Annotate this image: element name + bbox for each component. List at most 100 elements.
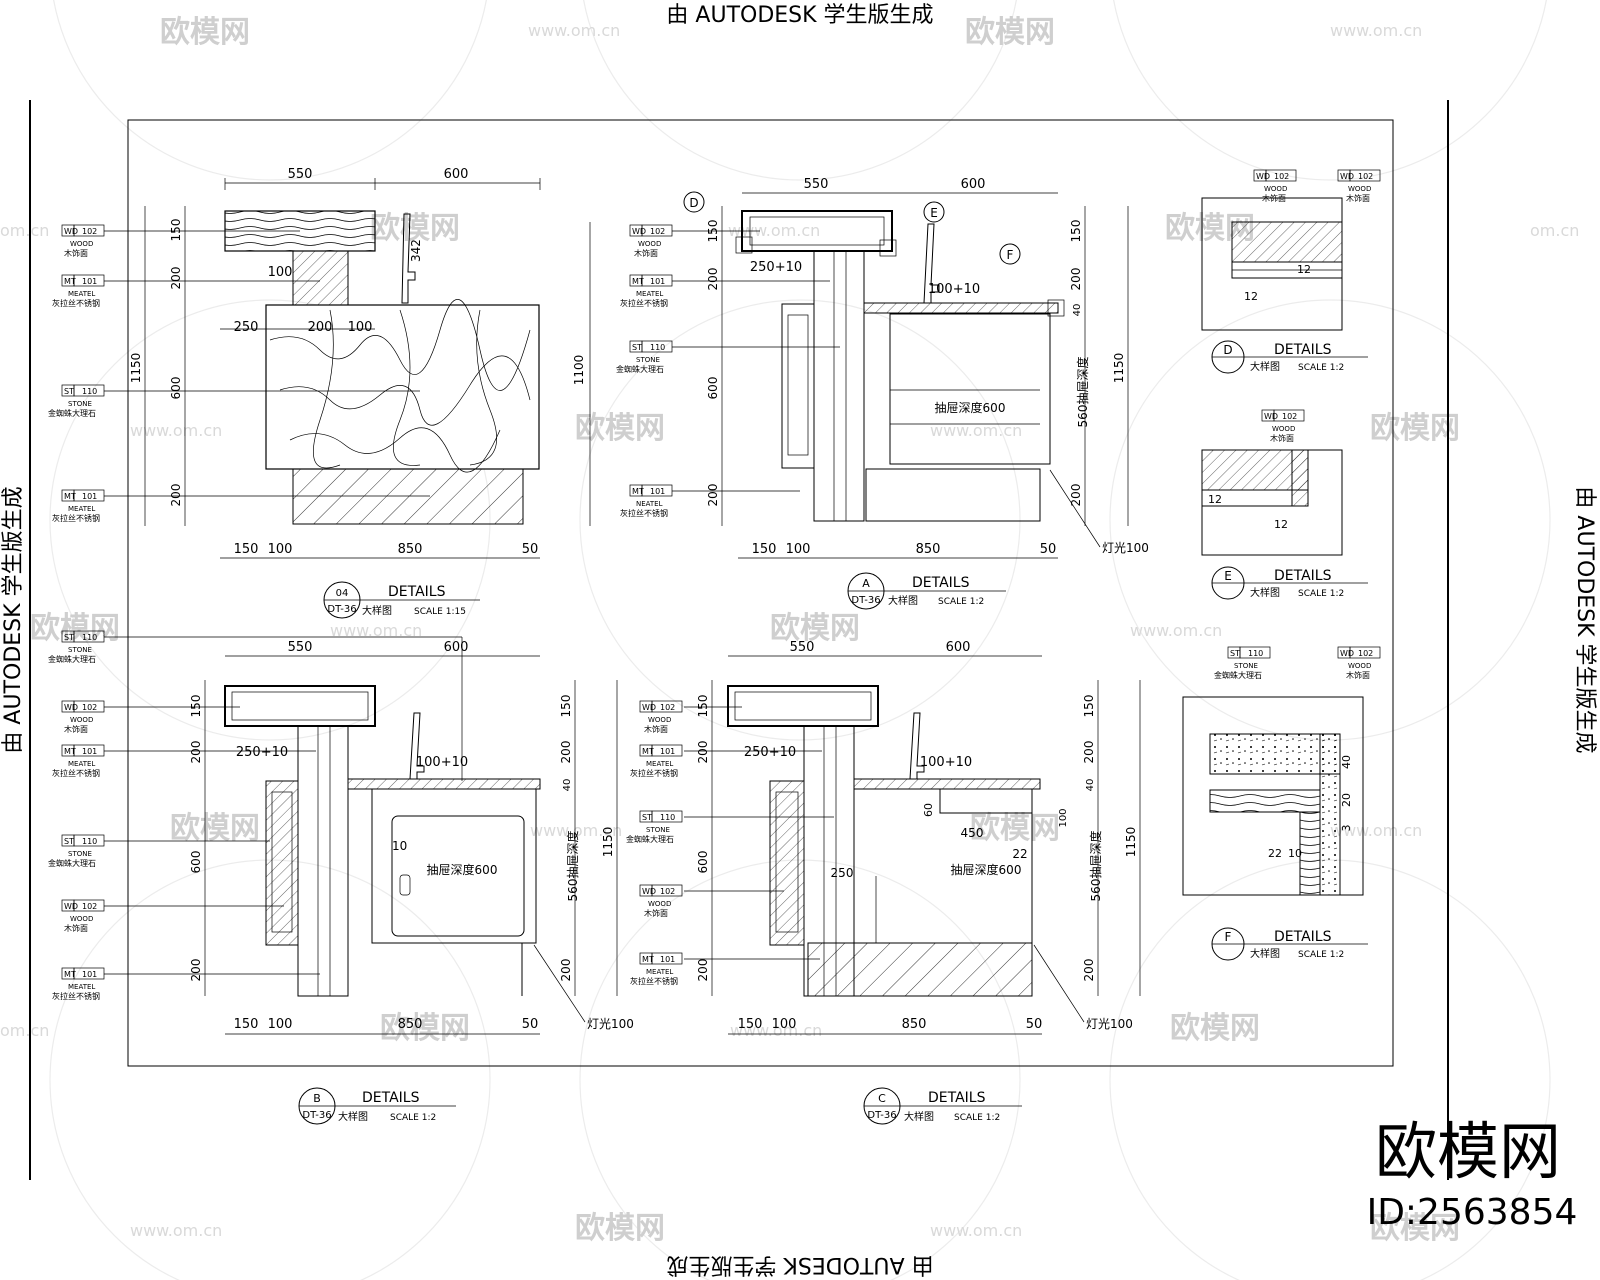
svg-text:250+10: 250+10	[744, 745, 796, 760]
svg-text:102: 102	[1358, 649, 1373, 658]
svg-text:450: 450	[961, 826, 984, 840]
svg-text:110: 110	[82, 387, 97, 396]
autodesk-banner-left: 由 AUTODESK 学生版生成	[1, 486, 26, 753]
svg-text:200: 200	[559, 741, 573, 764]
svg-text:50: 50	[522, 1017, 539, 1032]
watermark-brand: 欧模网	[380, 1011, 470, 1046]
svg-text:550: 550	[790, 640, 815, 655]
svg-text:STONE: STONE	[646, 826, 670, 834]
svg-text:金蜘蛛大理石: 金蜘蛛大理石	[48, 408, 96, 418]
svg-text:200: 200	[559, 959, 573, 982]
view-a-section: 550 600 抽屉深度600 D E F 250+10 100+10 150 …	[672, 177, 1149, 559]
svg-text:A: A	[862, 577, 870, 590]
svg-text:102: 102	[1358, 172, 1373, 181]
svg-text:MEATEL: MEATEL	[68, 290, 95, 298]
watermark-brand: 欧模网	[965, 15, 1055, 50]
svg-text:SCALE 1:2: SCALE 1:2	[390, 1113, 436, 1123]
svg-text:灰拉丝不锈钢: 灰拉丝不锈钢	[630, 768, 678, 778]
svg-text:大样图: 大样图	[338, 1110, 368, 1123]
svg-text:100: 100	[772, 1017, 797, 1032]
svg-text:金蜘蛛大理石: 金蜘蛛大理石	[48, 654, 96, 664]
svg-text:大样图: 大样图	[888, 594, 918, 607]
svg-text:E: E	[1224, 569, 1232, 583]
svg-text:100: 100	[268, 1017, 293, 1032]
dim-b150: 150	[234, 542, 259, 557]
dim-250p10: 250+10	[750, 260, 802, 275]
svg-text:ST: ST	[642, 813, 652, 822]
svg-text:600: 600	[706, 377, 720, 400]
svg-text:200: 200	[1082, 741, 1096, 764]
svg-text:WOOD: WOOD	[1264, 185, 1287, 193]
dim-100: 100	[348, 320, 373, 335]
svg-text:DETAILS: DETAILS	[928, 1090, 986, 1106]
svg-text:12: 12	[1244, 290, 1258, 303]
svg-text:20: 20	[1340, 793, 1353, 807]
svg-text:WOOD: WOOD	[648, 900, 671, 908]
svg-text:大样图: 大样图	[904, 1110, 934, 1123]
watermark-brand: 欧模网	[160, 15, 250, 50]
svg-text:MT: MT	[64, 492, 76, 501]
svg-text:22: 22	[1268, 847, 1282, 860]
svg-text:木饰面: 木饰面	[634, 248, 658, 258]
svg-text:WD: WD	[64, 902, 78, 911]
svg-text:22: 22	[1012, 847, 1027, 861]
svg-text:100+10: 100+10	[416, 755, 468, 770]
svg-text:WD: WD	[642, 703, 656, 712]
svg-text:200: 200	[706, 484, 720, 507]
svg-text:抽屉深度600: 抽屉深度600	[951, 862, 1022, 877]
svg-text:DT-36: DT-36	[867, 1110, 896, 1121]
svg-text:MEATEL: MEATEL	[68, 983, 95, 991]
svg-text:150: 150	[752, 542, 777, 557]
svg-text:150: 150	[738, 1017, 763, 1032]
svg-text:金蜘蛛大理石: 金蜘蛛大理石	[616, 364, 664, 374]
watermark-brand: 欧模网	[970, 811, 1060, 846]
svg-text:110: 110	[82, 633, 97, 642]
svg-text:金蜘蛛大理石: 金蜘蛛大理石	[626, 834, 674, 844]
dim-b100: 100	[268, 542, 293, 557]
svg-text:WOOD: WOOD	[638, 240, 661, 248]
svg-text:101: 101	[660, 747, 675, 756]
svg-text:NEATEL: NEATEL	[636, 500, 663, 508]
svg-text:110: 110	[660, 813, 675, 822]
svg-text:WOOD: WOOD	[70, 716, 93, 724]
watermark-brand: 欧模网	[370, 211, 460, 246]
svg-text:50: 50	[1026, 1017, 1043, 1032]
svg-text:MEATEL: MEATEL	[68, 505, 95, 513]
svg-text:B: B	[313, 1092, 321, 1105]
svg-text:大样图: 大样图	[362, 604, 392, 617]
svg-text:F: F	[1007, 248, 1014, 262]
svg-text:抽屉深度600: 抽屉深度600	[427, 862, 498, 877]
title-block-a: A DT-36 DETAILS 大样图 SCALE 1:2	[847, 572, 1006, 610]
svg-text:木饰面: 木饰面	[1270, 433, 1294, 443]
dim-b50: 50	[522, 542, 539, 557]
watermark-domain: om.cn	[1530, 221, 1579, 240]
svg-text:101: 101	[650, 487, 665, 496]
svg-text:101: 101	[82, 277, 97, 286]
svg-text:MEATEL: MEATEL	[636, 290, 663, 298]
svg-text:850: 850	[398, 1017, 423, 1032]
svg-text:ST: ST	[64, 837, 74, 846]
svg-text:SCALE 1:2: SCALE 1:2	[1298, 363, 1344, 373]
svg-text:250: 250	[831, 866, 854, 880]
svg-text:101: 101	[660, 955, 675, 964]
svg-text:STONE: STONE	[68, 646, 92, 654]
svg-text:大样图: 大样图	[1250, 360, 1280, 373]
svg-text:150: 150	[234, 1017, 259, 1032]
watermark-url: www.om.cn	[1330, 821, 1422, 840]
svg-text:DETAILS: DETAILS	[388, 584, 446, 600]
svg-text:金蜘蛛大理石: 金蜘蛛大理石	[48, 858, 96, 868]
svg-text:MEATEL: MEATEL	[68, 760, 95, 768]
svg-text:550: 550	[288, 640, 313, 655]
svg-text:102: 102	[660, 887, 675, 896]
svg-text:WOOD: WOOD	[1348, 662, 1371, 670]
svg-text:3: 3	[1340, 825, 1353, 832]
svg-text:DETAILS: DETAILS	[1274, 929, 1332, 945]
svg-text:D: D	[689, 196, 698, 210]
